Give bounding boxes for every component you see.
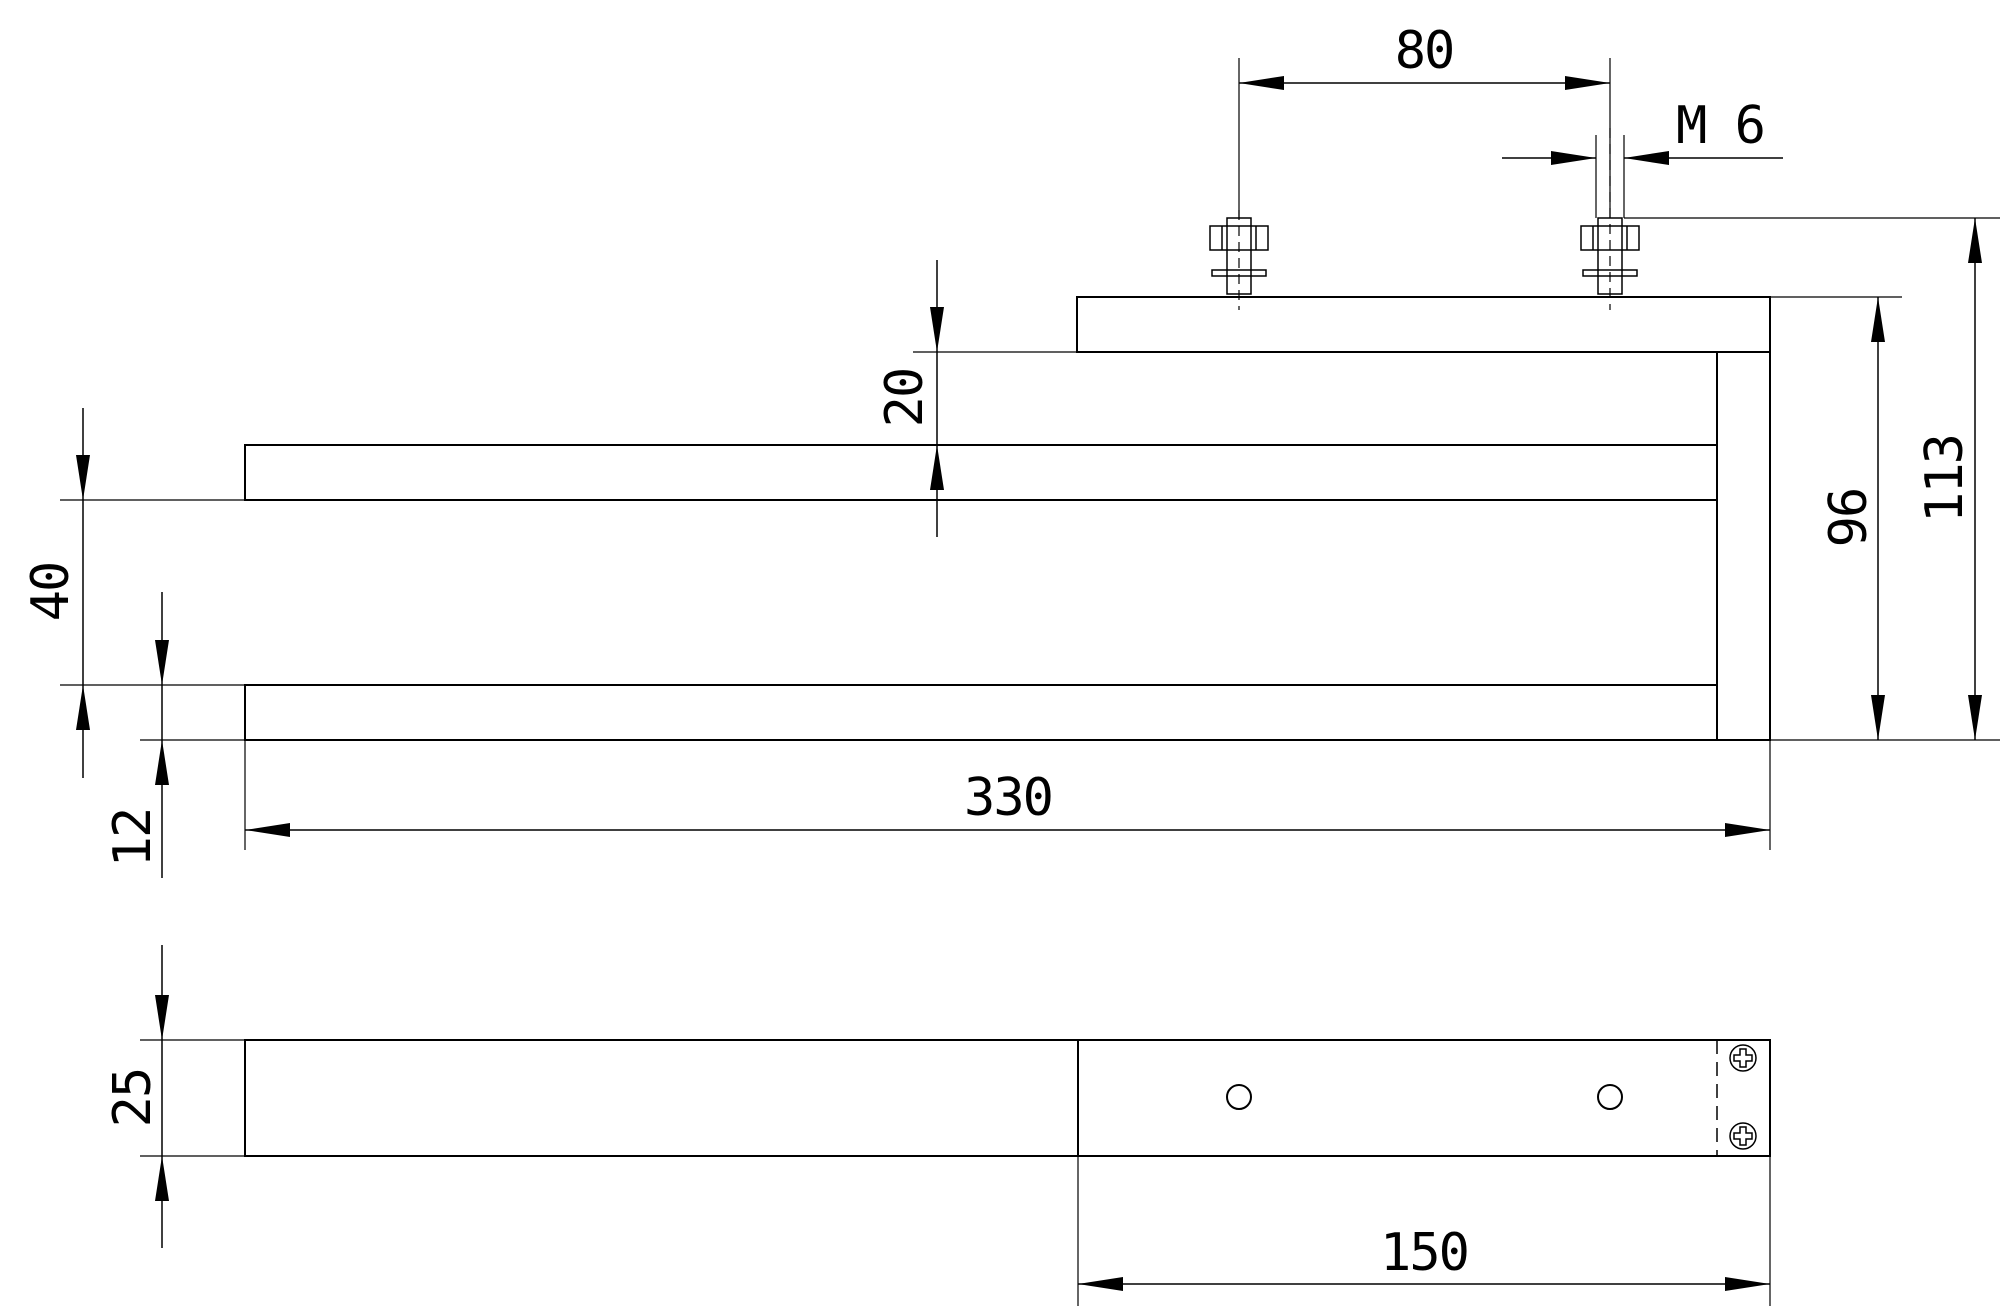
upper-arm bbox=[244, 444, 1718, 501]
top-view: 25 150 bbox=[103, 945, 1771, 1306]
dimension-label-12: 12 bbox=[103, 809, 163, 868]
dimension-m6: M 6 bbox=[1502, 96, 1783, 218]
lower-arm bbox=[244, 684, 1718, 741]
dimension-25: 25 bbox=[103, 945, 245, 1248]
dimension-label-330: 330 bbox=[964, 768, 1052, 828]
top-plate bbox=[1076, 296, 1771, 353]
dimension-330: 330 bbox=[244, 740, 1771, 850]
dimension-label-80: 80 bbox=[1395, 21, 1454, 81]
arm-plan bbox=[244, 1039, 1079, 1157]
side-view: 80 M 6 20 40 bbox=[21, 21, 2000, 878]
dimension-label-25: 25 bbox=[103, 1069, 163, 1128]
dimension-40: 40 bbox=[21, 408, 245, 778]
dimension-113: 113 bbox=[1624, 217, 2000, 741]
dimension-label-113: 113 bbox=[1915, 435, 1975, 523]
dimension-label-20: 20 bbox=[875, 369, 935, 428]
phillips-screw-icon bbox=[1729, 1122, 1757, 1150]
dimension-80: 80 bbox=[1238, 21, 1611, 218]
dimension-label-m6: M 6 bbox=[1676, 96, 1764, 156]
plate-plan bbox=[1077, 1039, 1771, 1157]
phillips-screw-icon bbox=[1729, 1044, 1757, 1072]
dimension-label-40: 40 bbox=[21, 563, 81, 622]
dimension-20: 20 bbox=[875, 260, 1077, 537]
dimension-96: 96 bbox=[1770, 296, 1902, 741]
hex-nut-bolt-icon bbox=[1580, 128, 1640, 310]
dimension-12: 12 bbox=[103, 592, 245, 878]
mounting-hole-icon bbox=[1597, 1084, 1623, 1110]
hex-nut-bolt-icon bbox=[1209, 210, 1269, 310]
dimension-label-150: 150 bbox=[1380, 1223, 1468, 1283]
dimension-label-96: 96 bbox=[1819, 489, 1879, 548]
dimension-150: 150 bbox=[1077, 1156, 1771, 1306]
back-wall bbox=[1716, 351, 1771, 741]
mounting-hole-icon bbox=[1226, 1084, 1252, 1110]
